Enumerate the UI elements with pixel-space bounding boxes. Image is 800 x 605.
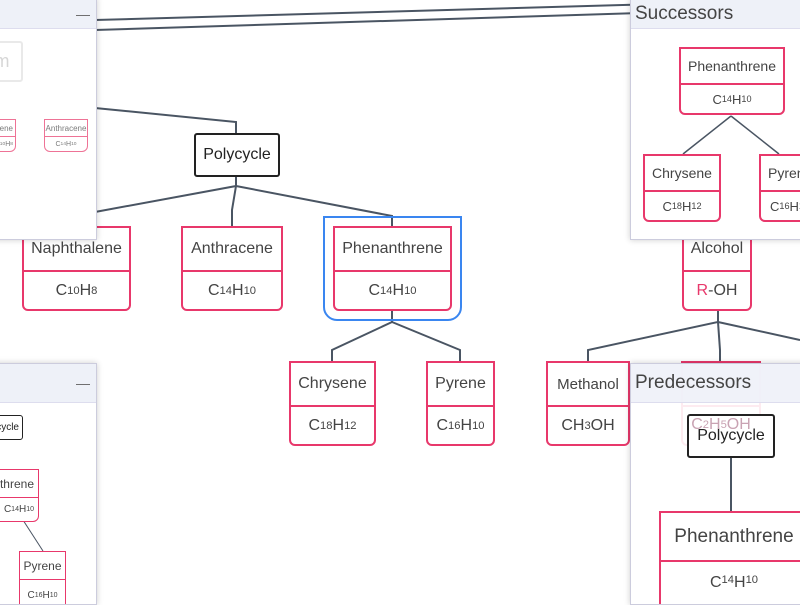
mini-node-polycycle[interactable]: Polycycle xyxy=(0,415,23,440)
edge xyxy=(717,321,800,341)
edge xyxy=(587,310,719,361)
text-label: Phenanthrene xyxy=(681,49,783,85)
predecessors-title: Predecessors xyxy=(631,364,800,403)
text-label: Naphthalene xyxy=(24,228,129,272)
text-label: Anthracene xyxy=(183,228,281,272)
text-label: -OH xyxy=(708,281,738,299)
text-label: Naphthalene xyxy=(0,120,15,137)
text-label: Chrysene xyxy=(291,363,374,407)
text-label: Phenanthrene xyxy=(335,228,450,272)
selection-highlight xyxy=(323,216,462,321)
edge xyxy=(231,185,237,226)
minimize-button[interactable]: — xyxy=(76,5,90,22)
minimize-button[interactable]: — xyxy=(76,375,90,391)
text-label: Pyrene xyxy=(761,156,800,192)
text-label: Chrysene xyxy=(645,156,719,192)
node-alcohol[interactable]: Alcohol R-OH xyxy=(682,226,752,311)
pred-node-polycycle[interactable]: Polycycle xyxy=(687,414,775,458)
node-polycycle[interactable]: Polycycle xyxy=(194,133,280,177)
edge xyxy=(94,107,237,133)
text-label: Anthracene xyxy=(45,120,87,137)
text-label: Phenanthrene xyxy=(0,470,38,498)
successors-title: Successors xyxy=(631,0,800,29)
text-label: Methanol xyxy=(548,363,628,407)
edge xyxy=(717,321,721,361)
text-label: Pyrene xyxy=(428,363,493,407)
text-label: R xyxy=(696,281,709,299)
faint-node: m xyxy=(0,41,23,82)
edge xyxy=(331,310,393,361)
edge xyxy=(94,176,237,213)
text-label: Alcohol xyxy=(684,228,750,272)
edge xyxy=(391,321,461,361)
text-label: Phenanthrene xyxy=(661,513,800,562)
text-label: Pyrene xyxy=(20,552,65,580)
